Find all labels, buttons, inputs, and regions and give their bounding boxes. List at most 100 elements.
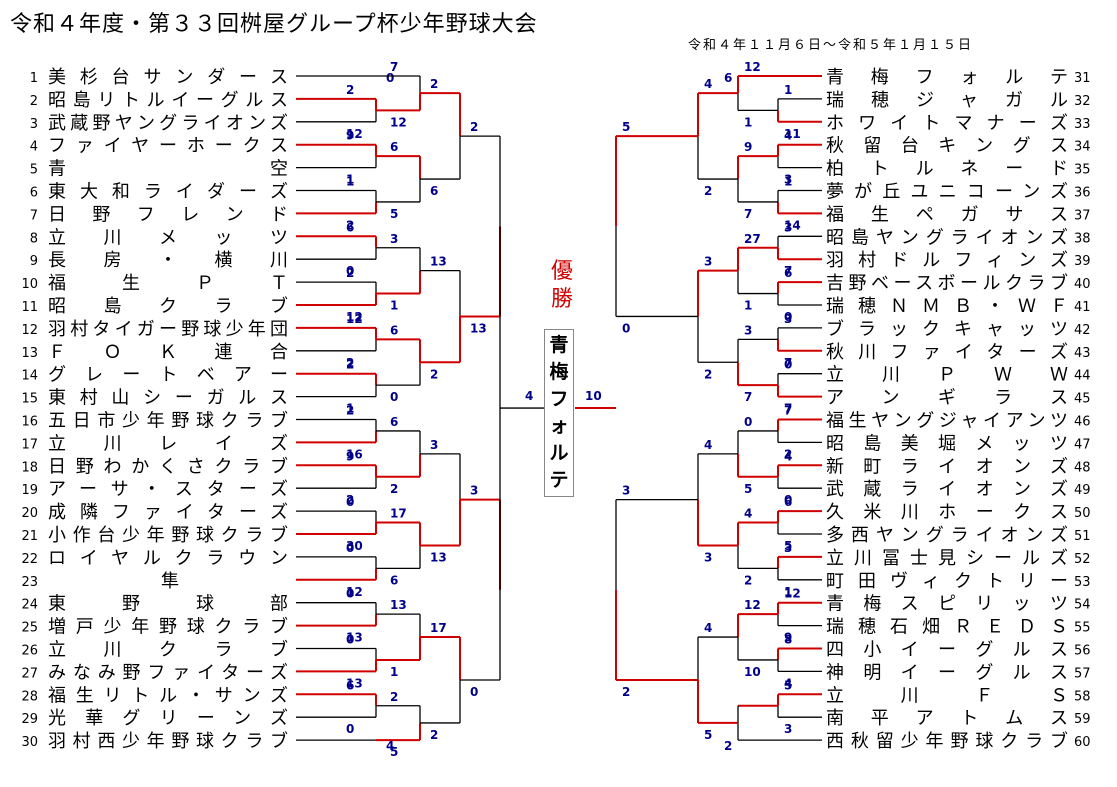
team-number: 14 <box>21 369 38 384</box>
team-name: 南平アトムス <box>826 708 1068 729</box>
score-label: 1 <box>346 173 354 187</box>
team-name: 東村山シーガルス <box>48 388 288 409</box>
team-name: 東大和ライダーズ <box>48 182 288 203</box>
score-label: 2 <box>470 120 478 134</box>
score-label: 0 <box>784 493 792 507</box>
team-number: 19 <box>21 483 38 498</box>
score-label: 12 <box>744 60 761 74</box>
score-label: 2 <box>430 77 438 91</box>
score-label: 13 <box>390 598 407 612</box>
team-name: 瑞穂ジャガル <box>826 90 1068 111</box>
tournament-title: 令和４年度・第３３回桝屋グループ杯少年野球大会 <box>10 12 538 37</box>
team-number: 8 <box>30 231 38 246</box>
score-label: 5 <box>390 207 398 221</box>
score-label: 0 <box>346 264 354 278</box>
team-name: みなみ野ファイターズ <box>48 662 288 683</box>
team-number: 31 <box>1074 71 1091 86</box>
score-label: 6 <box>784 266 792 280</box>
score-label: 13 <box>430 255 447 269</box>
team-name: 福生ヤングジャイアンツ <box>826 411 1068 432</box>
score-label: 2 <box>704 184 712 198</box>
team-number: 47 <box>1074 437 1091 452</box>
team-number: 35 <box>1074 163 1091 178</box>
score-label: 4 <box>784 676 792 690</box>
team-number: 54 <box>1074 598 1091 613</box>
score-label: 13 <box>430 550 447 564</box>
score-label: 0 <box>390 390 398 404</box>
team-number: 6 <box>30 186 38 201</box>
team-number: 41 <box>1074 300 1091 315</box>
team-number: 16 <box>21 415 38 430</box>
team-name: 成隣ファイターズ <box>48 502 288 523</box>
team-name: 昭島ヤングライオンズ <box>826 227 1068 248</box>
team-number: 17 <box>21 437 38 452</box>
score-label: 13 <box>346 631 363 645</box>
winner-label: 優 勝 <box>548 258 576 314</box>
team-name: 羽村ドルフィンズ <box>826 250 1068 271</box>
team-name: 羽村西少年野球クラブ <box>48 730 288 752</box>
score-label: 4 <box>784 129 792 143</box>
champion-char: テ <box>549 469 569 491</box>
score-label: 3 <box>744 323 752 337</box>
score-label: 2 <box>346 218 354 232</box>
score-label: 12 <box>346 127 363 141</box>
team-number: 27 <box>21 666 38 681</box>
score-label: 10 <box>585 389 602 403</box>
team-number: 5 <box>30 163 38 178</box>
team-number: 11 <box>21 300 38 315</box>
score-label: 6 <box>390 573 398 587</box>
score-label: 4 <box>704 621 712 635</box>
team-number: 4 <box>30 140 38 155</box>
team-number: 40 <box>1074 277 1091 292</box>
score-label: 2 <box>346 358 354 372</box>
team-number: 56 <box>1074 644 1091 659</box>
champion-char: フ <box>549 388 569 410</box>
team-name: 秋川ファイターズ <box>826 342 1068 363</box>
team-number: 18 <box>21 460 38 475</box>
team-name: 武蔵ライオンズ <box>826 479 1068 500</box>
team-number: 1 <box>30 71 38 86</box>
team-number: 49 <box>1074 483 1091 498</box>
team-name: 神明イーグルス <box>826 662 1068 683</box>
team-number: 26 <box>21 644 38 659</box>
score-label: 6 <box>390 323 398 337</box>
score-label: 2 <box>346 493 354 507</box>
team-name: ファイヤーホークス <box>48 136 288 157</box>
score-label: 1 <box>784 175 792 189</box>
team-name: 昭島リトルイーグルス <box>48 90 288 111</box>
team-number: 10 <box>21 277 38 292</box>
team-number: 60 <box>1074 735 1091 750</box>
score-label: 6 <box>724 71 732 85</box>
team-number: 38 <box>1074 231 1091 246</box>
team-number: 39 <box>1074 254 1091 269</box>
score-label: 4 <box>704 438 712 452</box>
team-name: 立川メッツ <box>48 227 288 248</box>
score-label: 1 <box>346 175 354 189</box>
team-number: 30 <box>21 735 38 750</box>
score-label: 2 <box>346 404 354 418</box>
team-name: 日野フレンド <box>48 204 288 225</box>
team-number: 25 <box>21 621 38 636</box>
score-label: 2 <box>724 739 732 753</box>
champion-char: 青 <box>549 334 569 356</box>
team-name: 日野わかくさクラブ <box>48 455 288 477</box>
team-name: アンギラス <box>826 388 1068 409</box>
team-name: 久米川ホークス <box>826 502 1068 523</box>
team-name: 青空 <box>48 159 288 180</box>
team-name: 新町ライオンズ <box>826 456 1068 477</box>
team-number: 55 <box>1074 621 1091 636</box>
score-label: 17 <box>430 621 447 635</box>
team-name: 瑞穂ＮＭＢ・ＷＦ <box>826 296 1068 317</box>
team-name: 青梅スピリッツ <box>826 594 1068 615</box>
score-label: 1 <box>390 299 398 313</box>
team-number: 52 <box>1074 552 1091 567</box>
score-label: 1 <box>744 115 752 129</box>
team-name: 立川冨士見シールズ <box>826 548 1068 569</box>
score-label: 12 <box>784 587 801 601</box>
score-label: 7 <box>784 264 792 278</box>
score-label: 3 <box>784 541 792 555</box>
score-label: 6 <box>430 184 438 198</box>
team-name: 立川クラブ <box>48 639 288 661</box>
team-name: 五日市少年野球クラブ <box>48 410 288 432</box>
